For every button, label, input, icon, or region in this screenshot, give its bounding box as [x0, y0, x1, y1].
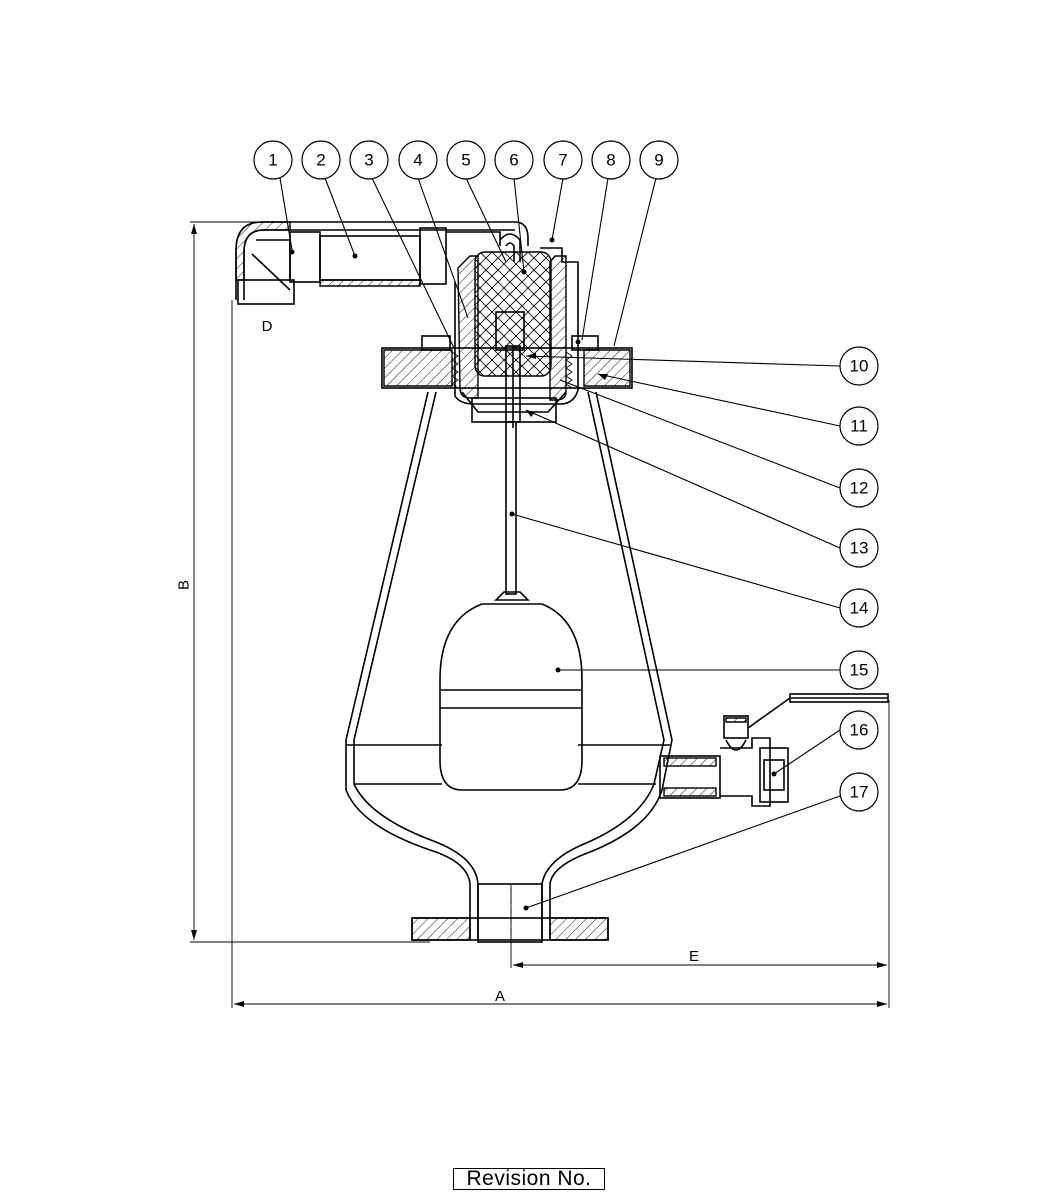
balloon-label: 10 [850, 357, 869, 376]
dim-label-a: A [495, 988, 505, 1005]
balloon-5: 5 [446, 140, 486, 180]
valve-head [381, 233, 633, 428]
balloon-label: 9 [654, 151, 663, 170]
balloon-3: 3 [349, 140, 389, 180]
balloon-14: 14 [839, 588, 879, 628]
dim-label-b: B [176, 580, 193, 590]
balloon-10: 10 [839, 346, 879, 386]
balloon-label: 5 [461, 151, 470, 170]
balloon-16: 16 [839, 710, 879, 750]
balloon-label: 1 [268, 151, 277, 170]
part-balloons: 1 2 3 4 5 6 7 8 9 10 11 12 13 14 15 16 1… [253, 140, 879, 812]
balloon-label: 4 [413, 151, 422, 170]
balloon-17: 17 [839, 772, 879, 812]
balloon-label: 11 [850, 417, 868, 436]
leader-lines [279, 177, 841, 911]
balloon-label: 7 [558, 151, 567, 170]
balloon-1: 1 [253, 140, 293, 180]
balloon-label: 3 [364, 151, 373, 170]
dim-label-e: E [689, 948, 699, 965]
balloon-6: 6 [494, 140, 534, 180]
balloon-15: 15 [839, 650, 879, 690]
balloon-13: 13 [839, 528, 879, 568]
balloon-2: 2 [301, 140, 341, 180]
balloon-12: 12 [839, 468, 879, 508]
balloon-label: 2 [316, 151, 325, 170]
revision-label: Revision No. [453, 1168, 605, 1190]
balloon-label: 8 [606, 151, 615, 170]
dim-label-d: D [262, 318, 273, 335]
balloon-label: 17 [850, 783, 869, 802]
balloon-label: 12 [850, 479, 869, 498]
outlet-elbow [235, 221, 529, 305]
balloon-4: 4 [398, 140, 438, 180]
ball-valve [659, 693, 889, 807]
balloon-label: 13 [850, 539, 869, 558]
balloon-7: 7 [543, 140, 583, 180]
balloon-label: 6 [509, 151, 518, 170]
valve-body [345, 391, 673, 943]
float-assembly [439, 421, 583, 791]
balloon-11: 11 [839, 406, 879, 446]
balloon-label: 14 [850, 599, 869, 618]
balloon-8: 8 [591, 140, 631, 180]
balloon-label: 16 [850, 721, 869, 740]
balloon-label: 15 [850, 661, 869, 680]
balloon-9: 9 [639, 140, 679, 180]
